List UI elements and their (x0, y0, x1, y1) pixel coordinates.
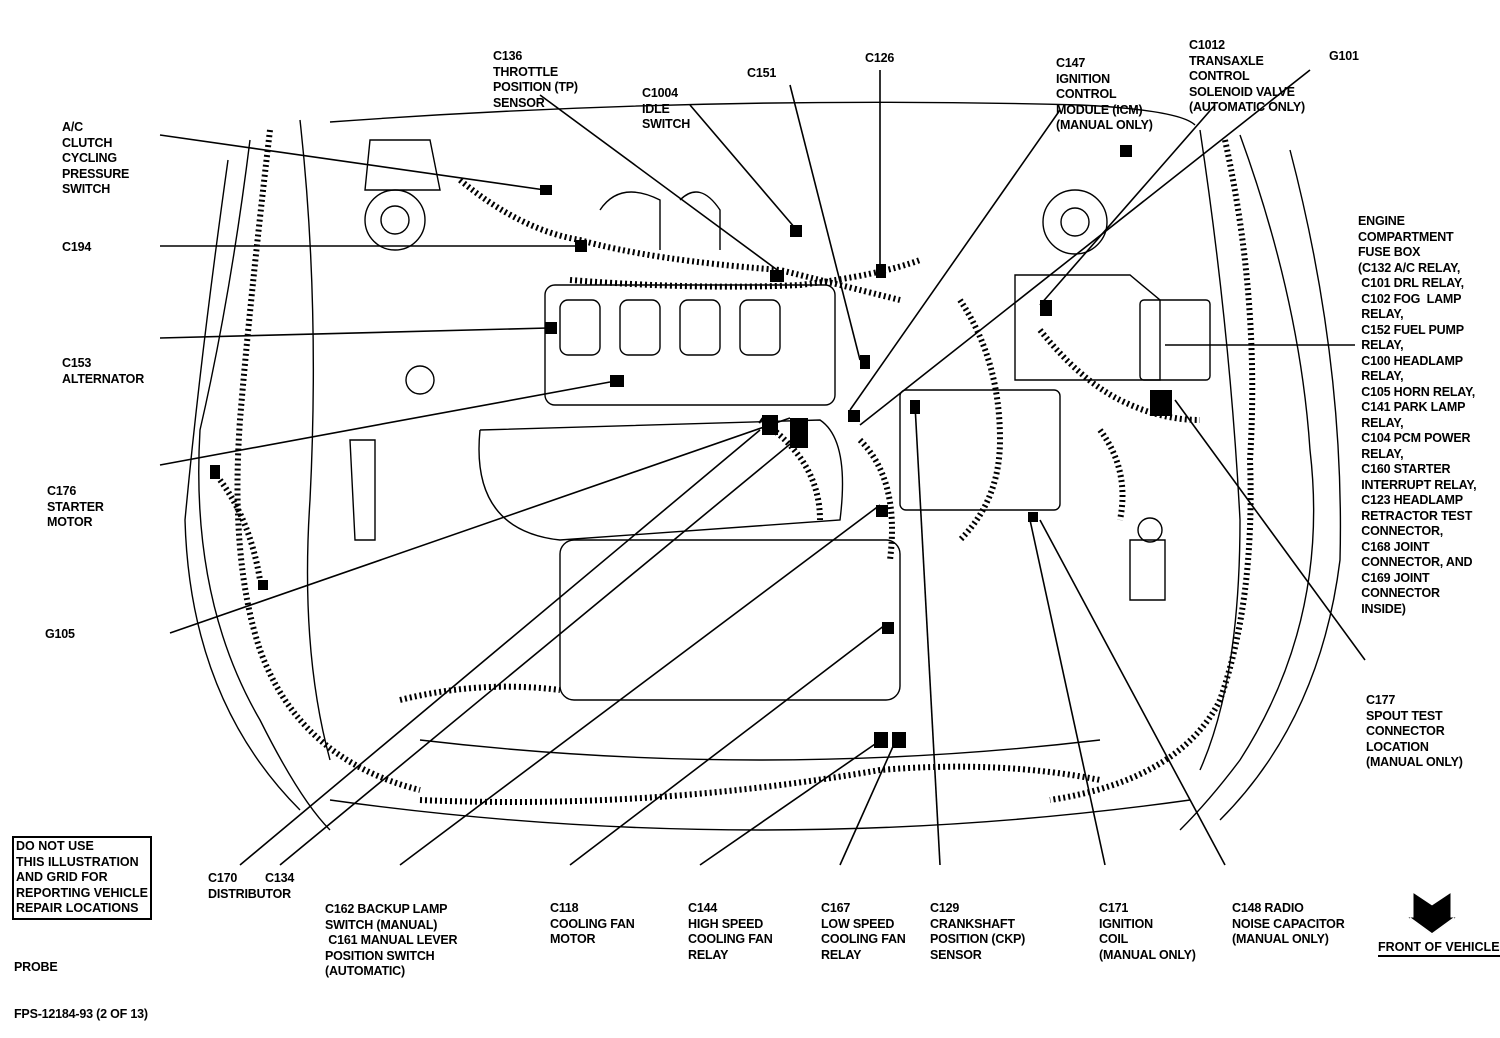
engine-compartment-diagram (159, 69, 1366, 866)
label-c151: C151 (747, 66, 777, 80)
leader-c148 (1039, 519, 1226, 866)
leader-c136 (539, 94, 781, 273)
leader-c176 (159, 381, 611, 466)
leader-c144 (699, 741, 879, 866)
leader-g105 (169, 417, 791, 634)
front-of-vehicle-indicator: FRONT OF VEHICLE (1378, 890, 1500, 957)
leader-c162 (399, 504, 881, 866)
leader-c167 (839, 741, 896, 866)
leader-g101 (859, 69, 1311, 426)
label-g101: G101 (1329, 49, 1359, 63)
connectors (210, 145, 1172, 748)
leader-c134 (279, 439, 796, 866)
leader-c153 (159, 327, 549, 339)
label-c134: C134 (265, 871, 295, 885)
label-g105: G105 (45, 627, 75, 641)
leader-c170 (239, 429, 761, 866)
vehicle-outline (184, 101, 1342, 831)
down-arrow-icon (1408, 893, 1456, 935)
label-c194: C194 (62, 240, 92, 254)
leader-c151 (789, 84, 861, 361)
label-c170: C170 (208, 871, 238, 885)
leader-lines (159, 69, 1366, 866)
figure-id: FPS-12184-93 (2 OF 13) (14, 1006, 148, 1021)
leader-c129 (914, 404, 941, 866)
leader-ac-clutch (159, 134, 546, 191)
front-of-vehicle-label: FRONT OF VEHICLE (1378, 940, 1500, 957)
leader-c1012 (1039, 104, 1216, 306)
model-name: PROBE (14, 960, 58, 974)
leader-c171 (1029, 519, 1106, 866)
label-distributor: DISTRIBUTOR (208, 887, 291, 901)
leader-c147 (849, 109, 1061, 411)
figure-caption: PROBE FPS-12184-93 (2 OF 13) (14, 929, 148, 1038)
leader-c118 (569, 624, 886, 866)
label-c126: C126 (865, 51, 895, 65)
leader-c177 (1174, 399, 1366, 661)
leader-c1004 (689, 104, 796, 229)
